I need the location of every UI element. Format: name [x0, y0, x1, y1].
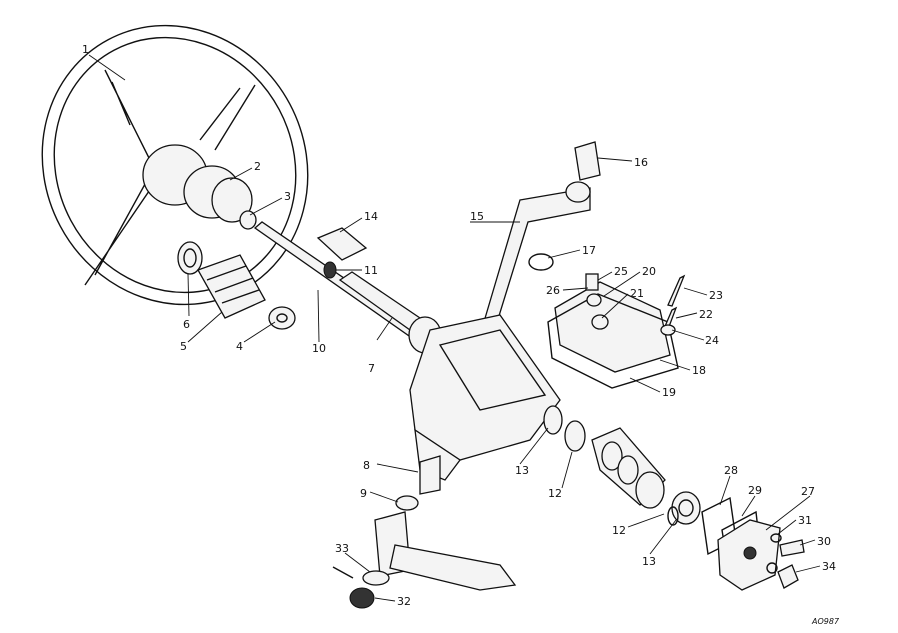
label-8: 8	[363, 459, 370, 472]
label-13-lower: 13	[642, 555, 656, 568]
bearing-lower	[667, 491, 701, 526]
label-25: 25	[614, 265, 628, 278]
label-12-upper: 12	[548, 487, 562, 500]
label-33: 33	[335, 542, 349, 555]
end-bolt	[779, 539, 805, 557]
adjuster-screw	[585, 273, 609, 330]
steering-wheel	[41, 24, 309, 306]
lower-seal	[395, 495, 419, 511]
castle-nut	[349, 587, 375, 609]
label-31: 31	[798, 514, 812, 527]
label-7: 7	[368, 362, 375, 375]
label-5: 5	[180, 340, 187, 353]
worm-gear	[591, 427, 666, 509]
wheel-nut	[239, 210, 257, 230]
drawing-code: AO987	[811, 617, 840, 626]
cover-bolts	[660, 274, 686, 336]
pinch-washer	[362, 570, 390, 586]
label-2: 2	[254, 160, 261, 173]
label-11: 11	[364, 264, 378, 277]
top-cover	[554, 281, 671, 373]
washer	[177, 241, 203, 275]
cover-gasket	[547, 293, 679, 389]
label-22: 22	[699, 308, 713, 321]
label-12-lower: 12	[612, 524, 626, 537]
steering-box-housing	[409, 314, 561, 481]
shaft-ring	[323, 261, 337, 279]
bearing-upper	[543, 405, 586, 452]
label-29: 29	[748, 484, 762, 497]
bellows-boot	[197, 254, 266, 319]
sleeve	[316, 227, 368, 261]
label-34: 34	[822, 560, 836, 573]
part-labels: 1 2 3 4 5 6 7 8 9 10 11 12 12 13 13 14 1…	[82, 43, 840, 626]
outer-column	[338, 271, 442, 354]
label-10: 10	[312, 342, 326, 355]
label-23: 23	[709, 289, 723, 302]
label-14: 14	[364, 210, 378, 223]
label-21: 21	[630, 287, 644, 300]
plug	[766, 562, 799, 589]
label-26: 26	[546, 284, 560, 297]
label-4: 4	[236, 340, 243, 353]
label-13-upper: 13	[515, 464, 529, 477]
label-16: 16	[634, 156, 648, 169]
hub-cover	[211, 177, 253, 223]
label-30: 30	[817, 535, 831, 548]
grommet	[268, 306, 296, 330]
split-pin	[332, 566, 354, 579]
lower-bush	[419, 455, 441, 495]
label-27: 27	[801, 485, 815, 498]
label-17: 17	[582, 244, 596, 257]
label-24: 24	[705, 334, 719, 347]
label-20: 20	[642, 265, 656, 278]
label-18: 18	[692, 364, 706, 377]
lower-arm	[374, 511, 517, 591]
label-32: 32	[397, 595, 411, 608]
label-9: 9	[360, 487, 367, 500]
seal-washer	[528, 253, 554, 271]
label-19: 19	[662, 386, 676, 399]
label-1: 1	[82, 43, 89, 56]
label-28: 28	[724, 464, 738, 477]
leader-lines	[88, 54, 821, 602]
top-bush	[574, 141, 601, 181]
label-3: 3	[284, 190, 291, 203]
label-6: 6	[183, 318, 190, 331]
spring-washer	[770, 533, 782, 543]
label-15: 15	[470, 210, 484, 223]
end-cover	[717, 519, 781, 591]
